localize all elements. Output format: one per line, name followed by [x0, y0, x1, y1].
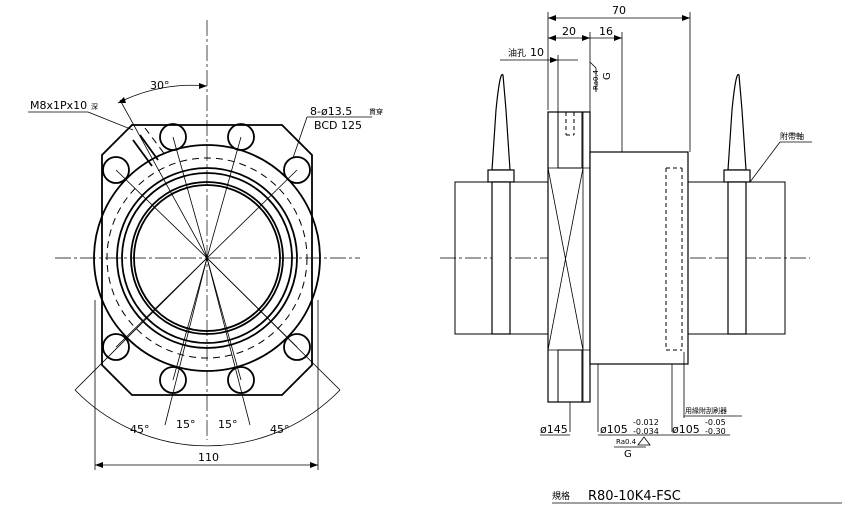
label-thread: M8x1Px10	[30, 99, 87, 112]
dim-105b-lower: -0.30	[705, 427, 726, 436]
dim-45-left: 45°	[130, 423, 150, 436]
oil-hole-size: 10	[530, 46, 544, 59]
dim-105a-upper: -0.012	[633, 418, 659, 427]
dim-105b-base: ø105	[672, 423, 700, 436]
dim-70: 70	[612, 4, 626, 17]
ra-top: Ra0.4	[592, 69, 600, 90]
dim-angle-30: 30°	[150, 79, 170, 92]
spec-label: 規格	[552, 490, 570, 502]
spec-value: R80-10K4-FSC	[588, 489, 681, 504]
support-post-right	[727, 181, 747, 335]
support-collar-right	[723, 169, 751, 183]
dim-105b-upper: -0.05	[705, 418, 726, 427]
dim-arc-bottom	[74, 389, 341, 447]
label-holes: 8-ø13.5	[310, 105, 352, 118]
thread-hole-mark	[144, 127, 167, 157]
label-accessory-shaft: 附帶軸	[780, 131, 804, 141]
flange-side	[547, 111, 591, 403]
dim-20: 20	[562, 25, 576, 38]
ra-bottom: Ra0.4	[616, 438, 637, 446]
support-pin-left	[491, 73, 511, 171]
datum-bottom: G	[624, 449, 632, 460]
dim-15-right: 15°	[218, 418, 238, 431]
dim-45-right: 45°	[270, 423, 290, 436]
holes-leader	[292, 116, 308, 159]
side-view: 70 20 16 油孔 10 Ra0.4 G 附帶軸 用緣附刮刷器	[440, 4, 812, 460]
bolt-hole	[283, 156, 311, 184]
spec-block: 規格 R80-10K4-FSC	[552, 489, 842, 504]
label-seal: 用緣附刮刷器	[685, 406, 727, 415]
dim-16: 16	[599, 25, 613, 38]
bolt-hole	[102, 333, 130, 361]
label-thread-suffix: 深	[91, 102, 98, 111]
dim-15-left: 15°	[176, 418, 196, 431]
shaft-leader	[749, 141, 781, 183]
support-collar-left	[487, 169, 515, 183]
nut-body	[589, 151, 689, 365]
bolt-hole	[227, 123, 255, 151]
label-holes-suffix: 貫穿	[369, 107, 383, 116]
ra-symbol-bottom	[637, 436, 651, 446]
dim-145: ø145	[540, 423, 568, 436]
bolt-hole	[102, 156, 130, 184]
thread-hole-mark	[132, 139, 153, 167]
thread-leader	[87, 111, 134, 131]
dim-110: 110	[198, 451, 219, 464]
dim-arc-30	[117, 84, 208, 104]
thread-hole-mark	[139, 134, 159, 161]
bolt-hole	[159, 123, 187, 151]
bolt-hole	[227, 366, 255, 394]
flange-outline	[101, 124, 313, 396]
support-pin-right	[727, 73, 747, 171]
label-bcd: BCD 125	[314, 119, 362, 132]
dim-105a-lower: -0.034	[633, 427, 659, 436]
dim-105a-base: ø105	[600, 423, 628, 436]
flange-cross	[547, 167, 584, 351]
bolt-hole	[283, 333, 311, 361]
front-view: 30° M8x1Px10 深 8-ø13.5 貫穿 BCD 125 45° 15…	[28, 20, 383, 470]
support-post-left	[491, 181, 511, 335]
label-oil-hole: 油孔	[508, 47, 526, 59]
ra-symbol-top	[589, 61, 597, 92]
datum-top: G	[602, 72, 613, 80]
